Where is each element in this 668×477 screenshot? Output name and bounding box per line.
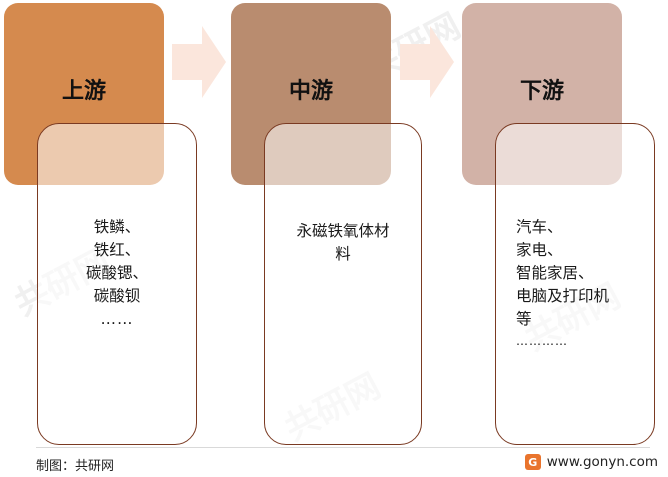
list-item: 电脑及打印机 [516, 287, 610, 305]
site-credit[interactable]: G www.gonyn.com [524, 454, 658, 470]
downstream-list: 汽车、 家电、 智能家居、 电脑及打印机 等 ………… [496, 216, 654, 351]
list-item: 永磁铁氧体材 [296, 222, 390, 240]
list-item: 碳酸锶、 [85, 264, 148, 282]
footer-divider [36, 447, 650, 448]
stage-title-downstream: 下游 [519, 79, 564, 104]
list-item: …… [100, 310, 134, 328]
site-url[interactable]: www.gonyn.com [546, 454, 658, 470]
list-item: 料 [335, 245, 351, 263]
source-label: 制图：共研网 [36, 459, 115, 474]
list-item: 碳酸钡 [93, 287, 141, 305]
stage-title-upstream: 上游 [61, 79, 106, 104]
gonyn-logo-icon: G [524, 454, 541, 470]
list-item: 智能家居、 [516, 264, 594, 282]
list-item: ………… [516, 334, 568, 348]
list-item: 等 [516, 310, 532, 328]
list-item: 铁红、 [93, 241, 141, 259]
arrow-right-icon [172, 26, 226, 98]
list-item: 汽车、 [516, 218, 563, 236]
card-downstream: 汽车、 家电、 智能家居、 电脑及打印机 等 ………… [495, 123, 655, 445]
card-midstream: 永磁铁氧体材 料 [264, 123, 422, 445]
card-upstream: 铁鳞、 铁红、 碳酸锶、 碳酸钡 …… [37, 123, 197, 445]
list-item: 家电、 [516, 241, 563, 259]
midstream-list: 永磁铁氧体材 料 [265, 220, 421, 266]
upstream-list: 铁鳞、 铁红、 碳酸锶、 碳酸钡 …… [38, 216, 196, 331]
stage-title-midstream: 中游 [288, 79, 333, 104]
list-item: 铁鳞、 [93, 218, 141, 236]
arrow-right-icon [400, 26, 454, 98]
